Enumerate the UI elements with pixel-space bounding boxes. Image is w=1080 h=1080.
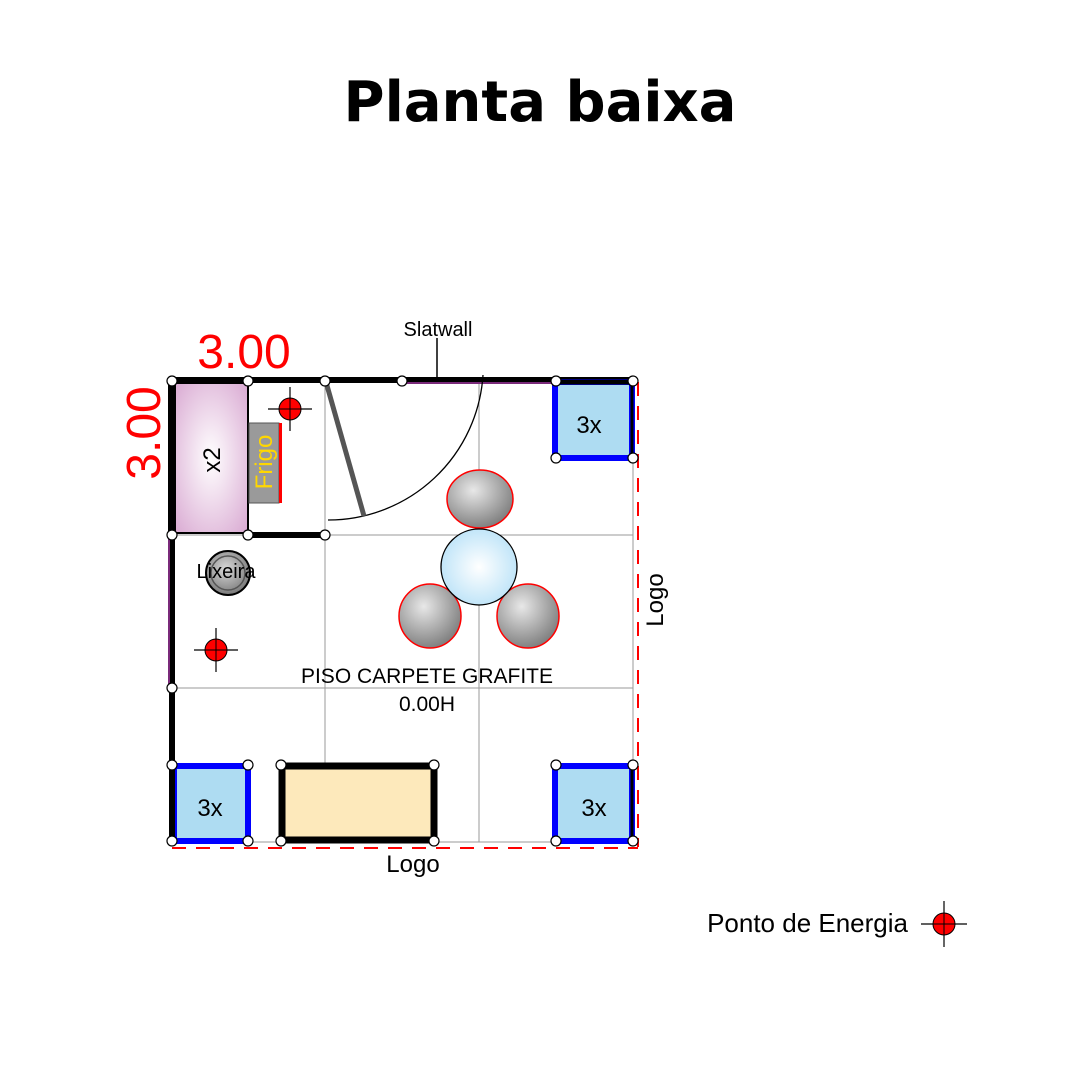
- table-set: [398, 469, 560, 649]
- door-swing-icon: [323, 374, 484, 521]
- shelf-bottom-left: 3x: [169, 763, 251, 844]
- storage-cabinet: [173, 382, 249, 534]
- floor-height-label: 0.00H: [399, 693, 455, 716]
- legend-energy-label: Ponto de Energia: [707, 908, 908, 938]
- logo-bottom-label: Logo: [386, 851, 439, 878]
- page-title: Planta baixa: [343, 70, 737, 135]
- shelf-top-right-label: 3x: [576, 412, 601, 439]
- chair-icon: [446, 469, 514, 529]
- floor-label: PISO CARPETE GRAFITE: [301, 665, 553, 688]
- reception-counter: [278, 762, 438, 844]
- chair-icon: [496, 583, 560, 649]
- cabinet-count-label: x2: [199, 447, 226, 472]
- shelf-bottom-right: 3x: [552, 763, 635, 844]
- energy-point-icon: [921, 901, 967, 947]
- energy-point-icon: [268, 387, 312, 431]
- logo-right-label: Logo: [642, 573, 669, 626]
- fridge-label: Frigo: [251, 435, 278, 490]
- chair-icon: [398, 583, 462, 649]
- width-dimension: 3.00: [197, 326, 290, 379]
- shelf-bottom-right-label: 3x: [581, 795, 606, 822]
- shelf-bottom-left-label: 3x: [197, 795, 222, 822]
- slatwall-label: Slatwall: [404, 319, 473, 341]
- energy-point-icon: [194, 628, 238, 672]
- legend: Ponto de Energia: [707, 901, 967, 947]
- wall-nodes: [166, 375, 639, 847]
- depth-dimension: 3.00: [118, 386, 171, 479]
- fridge: [248, 422, 280, 504]
- trash-bin-icon: [205, 550, 251, 596]
- shelf-top-right: 3x: [552, 379, 635, 461]
- round-table-icon: [440, 528, 518, 606]
- trash-label: Lixeira: [197, 561, 257, 583]
